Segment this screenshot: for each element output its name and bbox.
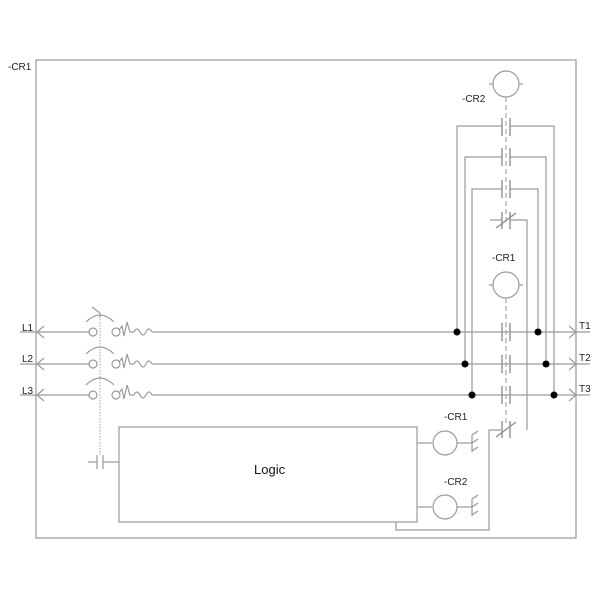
label-l1: L1 bbox=[22, 323, 34, 334]
cr1-logic-coil: -CR1 bbox=[417, 412, 479, 456]
label-l3: L3 bbox=[22, 386, 34, 397]
cr1-mid-coil: -CR1 bbox=[489, 253, 523, 299]
cr2-logic-coil-label: -CR2 bbox=[444, 477, 468, 488]
frame-label: -CR1 bbox=[8, 62, 32, 73]
output-lines bbox=[460, 325, 590, 402]
output-labels: T1 T2 T3 bbox=[579, 321, 591, 395]
logic-block bbox=[118, 426, 418, 523]
cr1-mid-coil-label: -CR1 bbox=[492, 253, 516, 264]
label-l2: L2 bbox=[22, 354, 34, 365]
input-arrows bbox=[20, 325, 90, 402]
cr2-logic-coil: -CR2 bbox=[417, 477, 479, 520]
cr2-contacts bbox=[456, 118, 555, 430]
logic-label: Logic bbox=[254, 462, 286, 477]
cr2-top-coil-label: -CR2 bbox=[462, 94, 486, 105]
cr1-frame bbox=[35, 59, 577, 539]
junction-dots bbox=[453, 328, 558, 399]
cr2-top-coil: -CR2 bbox=[462, 70, 523, 105]
label-t1: T1 bbox=[579, 321, 591, 332]
cr1-logic-coil-label: -CR1 bbox=[444, 412, 468, 423]
label-t2: T2 bbox=[579, 353, 591, 364]
input-labels: L1 L2 L3 bbox=[22, 323, 34, 397]
circuit-breaker bbox=[85, 306, 472, 469]
label-t3: T3 bbox=[579, 384, 591, 395]
